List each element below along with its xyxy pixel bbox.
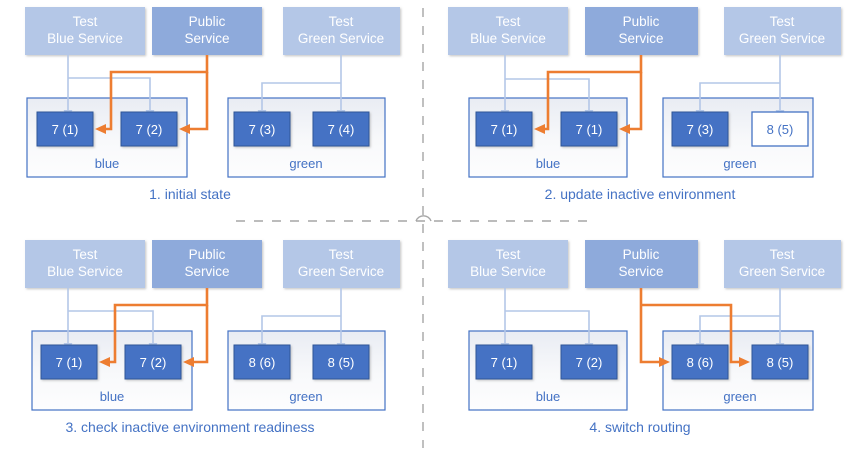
panel-3-check-inactive-environment-readiness: Test Blue Service Public Service Test Gr… (25, 240, 400, 435)
p4-blue-node-0[interactable]: 7 (1) (475, 344, 533, 380)
p4-test-blue-service-label-2: Blue Service (470, 264, 546, 279)
panel-1-initial-state: Test Blue Service Public Service Test Gr… (25, 7, 400, 202)
p1-green-node-0-label: 7 (3) (249, 122, 276, 137)
p1-blue-node-1-label: 7 (2) (136, 122, 163, 137)
p2-blue-env-label: blue (536, 156, 561, 171)
p2-blue-node-1-label: 7 (1) (576, 122, 603, 137)
p3-caption: 3. check inactive environment readiness (65, 419, 314, 435)
p3-test-green-connectors (257, 288, 346, 352)
p4-caption: 4. switch routing (589, 419, 690, 435)
p3-public-service[interactable]: Public Service (152, 240, 262, 288)
p1-caption: 1. initial state (149, 186, 231, 202)
p3-test-green-service-label-2: Green Service (298, 264, 384, 279)
p3-test-blue-connectors (63, 288, 158, 352)
p2-public-service-label-1: Public (623, 14, 660, 29)
p4-green-node-0[interactable]: 8 (6) (671, 344, 729, 380)
p1-blue-node-0[interactable]: 7 (1) (36, 111, 94, 147)
p1-green-node-1-label: 7 (4) (328, 122, 355, 137)
p2-blue-node-1[interactable]: 7 (1) (560, 111, 618, 147)
p4-test-green-service[interactable]: Test Green Service (724, 240, 841, 288)
p2-green-env-label: green (723, 156, 756, 171)
p4-blue-node-1-label: 7 (2) (576, 355, 603, 370)
p2-test-green-service-label-2: Green Service (739, 31, 825, 46)
p2-test-blue-service[interactable]: Test Blue Service (448, 7, 568, 55)
p4-public-service[interactable]: Public Service (585, 240, 698, 288)
p4-green-node-0-label: 8 (6) (687, 355, 714, 370)
p1-test-green-service-label-2: Green Service (298, 31, 384, 46)
p3-test-green-service-label-1: Test (329, 247, 354, 262)
p3-green-env-label: green (289, 389, 322, 404)
p4-green-node-1[interactable]: 8 (5) (751, 344, 809, 380)
p1-green-env-label: green (289, 156, 322, 171)
p2-green-node-0-label: 7 (3) (687, 122, 714, 137)
p3-blue-node-0-label: 7 (1) (56, 355, 83, 370)
p3-green-node-1-label: 8 (5) (328, 355, 355, 370)
p3-public-service-label-1: Public (189, 247, 226, 262)
p3-blue-node-0[interactable]: 7 (1) (40, 344, 98, 380)
panel-4-switch-routing: Test Blue Service Public Service Test Gr… (448, 240, 841, 435)
p3-blue-env-label: blue (100, 389, 125, 404)
p1-public-service-label-2: Service (184, 31, 229, 46)
p4-test-blue-connectors (500, 288, 594, 352)
p1-test-green-connectors (257, 55, 346, 119)
p1-test-green-service-label-1: Test (329, 14, 354, 29)
p3-test-blue-service-label-2: Blue Service (47, 264, 123, 279)
p3-blue-node-1[interactable]: 7 (2) (124, 344, 182, 380)
p3-test-green-service[interactable]: Test Green Service (283, 240, 400, 288)
p1-public-service[interactable]: Public Service (152, 7, 262, 55)
p4-public-service-label-2: Service (618, 264, 663, 279)
p2-public-service[interactable]: Public Service (585, 7, 698, 55)
p3-green-node-1[interactable]: 8 (5) (312, 344, 370, 380)
p4-test-blue-service[interactable]: Test Blue Service (448, 240, 568, 288)
p3-test-blue-service-label-1: Test (73, 247, 98, 262)
p4-blue-node-0-label: 7 (1) (491, 355, 518, 370)
p1-public-service-label-1: Public (189, 14, 226, 29)
p2-caption: 2. update inactive environment (545, 186, 736, 202)
p4-test-green-service-label-2: Green Service (739, 264, 825, 279)
p2-green-node-0[interactable]: 7 (3) (671, 111, 729, 147)
p2-green-node-1-label: 8 (5) (767, 122, 794, 137)
panel-2-update-inactive-environment: Test Blue Service Public Service Test Gr… (448, 7, 841, 202)
p2-blue-node-0-label: 7 (1) (491, 122, 518, 137)
p4-blue-env-label: blue (536, 389, 561, 404)
p2-test-green-service-label-1: Test (770, 14, 795, 29)
p1-test-blue-service-label-2: Blue Service (47, 31, 123, 46)
divider-hop (415, 215, 432, 222)
p2-test-blue-service-label-1: Test (496, 14, 521, 29)
p4-public-service-label-1: Public (623, 247, 660, 262)
p4-green-node-1-label: 8 (5) (767, 355, 794, 370)
p4-green-env-label: green (723, 389, 756, 404)
p2-test-blue-service-label-2: Blue Service (470, 31, 546, 46)
p2-green-node-1[interactable]: 8 (5) (751, 111, 809, 147)
p2-public-routing-arrows (534, 55, 643, 134)
p2-test-blue-connectors (500, 55, 594, 119)
p1-test-blue-service-label-1: Test (73, 14, 98, 29)
p4-public-routing-arrows (639, 288, 750, 367)
p4-test-green-connectors (695, 288, 785, 352)
p4-test-blue-service-label-1: Test (496, 247, 521, 262)
p1-green-node-1[interactable]: 7 (4) (312, 111, 370, 147)
p3-public-routing-arrows (99, 288, 209, 367)
p1-test-green-service[interactable]: Test Green Service (283, 7, 400, 55)
p1-blue-node-1[interactable]: 7 (2) (120, 111, 178, 147)
p1-blue-env-label: blue (95, 156, 120, 171)
p1-test-blue-connectors (63, 55, 155, 119)
p1-public-routing-arrows (95, 55, 209, 134)
p3-public-service-label-2: Service (184, 264, 229, 279)
p2-public-service-label-2: Service (618, 31, 663, 46)
p3-test-blue-service[interactable]: Test Blue Service (25, 240, 145, 288)
p2-test-green-connectors (695, 55, 785, 119)
p3-green-node-0[interactable]: 8 (6) (233, 344, 291, 380)
p4-blue-node-1[interactable]: 7 (2) (560, 344, 618, 380)
p2-test-green-service[interactable]: Test Green Service (724, 7, 841, 55)
p1-green-node-0[interactable]: 7 (3) (233, 111, 291, 147)
panel-dividers (236, 8, 596, 448)
p2-blue-node-0[interactable]: 7 (1) (475, 111, 533, 147)
p4-test-green-service-label-1: Test (770, 247, 795, 262)
p1-test-blue-service[interactable]: Test Blue Service (25, 7, 145, 55)
p1-blue-node-0-label: 7 (1) (52, 122, 79, 137)
p3-green-node-0-label: 8 (6) (249, 355, 276, 370)
p3-blue-node-1-label: 7 (2) (140, 355, 167, 370)
